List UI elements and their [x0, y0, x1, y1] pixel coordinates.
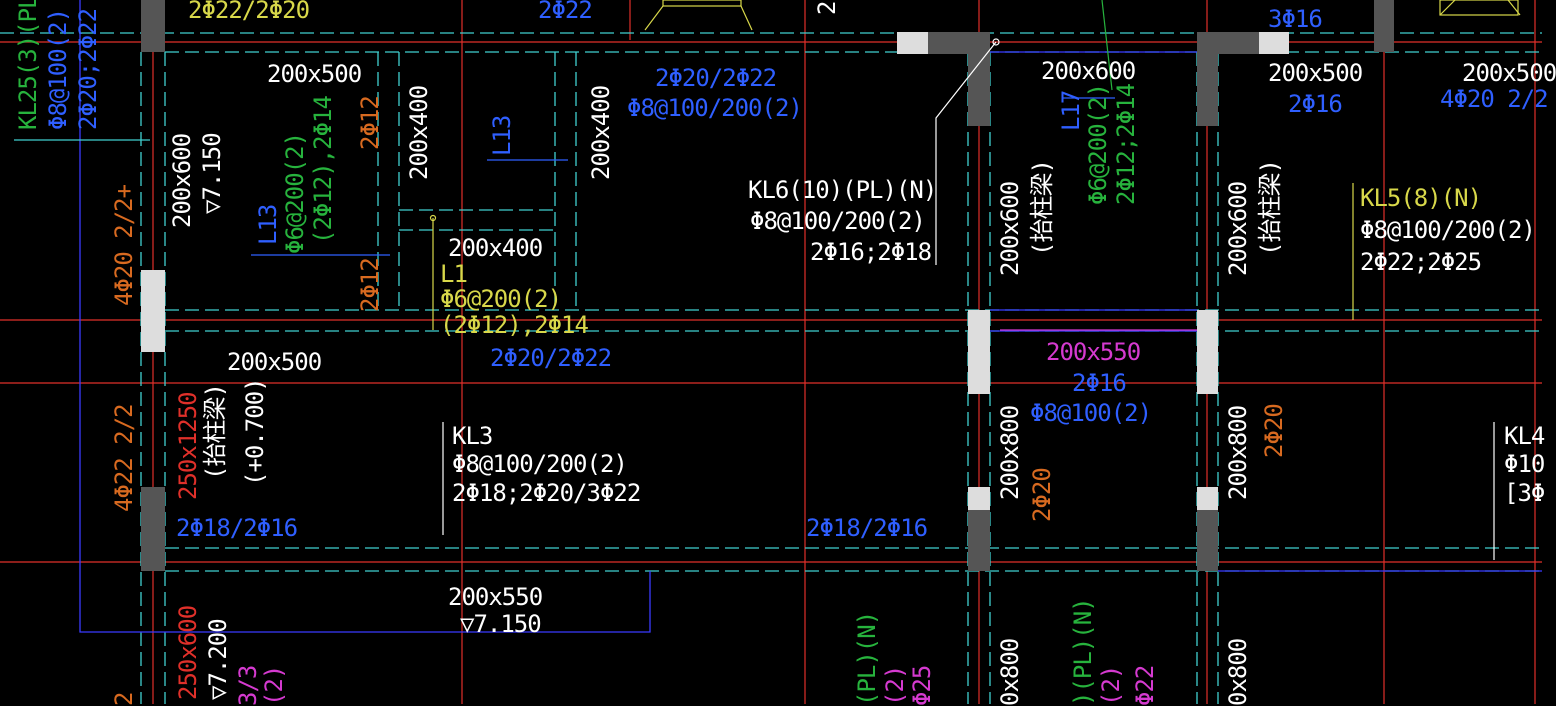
- l1-beam-name: L1: [440, 260, 468, 288]
- top-right-rebar-fragment: 3Φ16: [1268, 5, 1323, 33]
- beam-size-200x600-v-b: 200x600: [996, 181, 1024, 276]
- kl3-size-250x1250: 250x1250: [174, 392, 202, 500]
- c-bars-2phi16: 2Φ16: [1288, 90, 1343, 118]
- kl25-beam-name: KL25(3)(PL)(: [14, 0, 42, 130]
- beam-size-200x500-c: 200x500: [1268, 59, 1363, 87]
- beam-size-200x500: 200x500: [267, 60, 362, 88]
- top-mid-bars: 2Φ20/2Φ22: [655, 64, 777, 92]
- level-7150-low: ▽7.150: [460, 610, 542, 638]
- beam-size-200x600-top: 200x600: [1041, 57, 1136, 85]
- l1-stirrup: Φ6@200(2): [440, 285, 562, 313]
- columns: [141, 0, 1394, 571]
- low-200x800-c: 0x800: [1224, 638, 1252, 706]
- kl6-beam-name: KL6(10)(PL)(N): [748, 176, 937, 204]
- low-200x800-b: 0x800: [996, 638, 1024, 706]
- low-pl-n: (PL)(N): [853, 611, 881, 706]
- l17-stirrup: Φ6@200(2): [1084, 83, 1112, 205]
- beam-edges: [79, 0, 1542, 633]
- level-7200: ▽7.200: [204, 619, 232, 700]
- kl25-bars: 2Φ20;2Φ22: [74, 8, 102, 130]
- low-left-2: 2: [110, 692, 138, 706]
- left-col-bars-4phi22: 4Φ22 2/2: [110, 404, 138, 512]
- kl3-level: (+0.700): [241, 378, 269, 486]
- low-2c: (2): [1097, 665, 1125, 706]
- l13-stirrup: Φ6@200(2): [281, 132, 309, 254]
- beam-size-200x600-v-c: 200x600: [1224, 181, 1252, 276]
- kl5-bars: 2Φ22;2Φ25: [1360, 248, 1482, 276]
- b-bars-2phi20: 2Φ20: [1028, 468, 1056, 522]
- l13-label-a: L13: [254, 204, 282, 245]
- low-phi25: Φ25: [908, 665, 936, 706]
- l17-bars: 2Φ12;2Φ14: [1112, 83, 1140, 205]
- kl4-fragment-3: [3Φ: [1504, 479, 1545, 507]
- l1-bars: (2Φ12),2Φ14: [440, 311, 589, 339]
- lifting-beam-note-b: (抬柱梁): [1028, 160, 1056, 256]
- magenta-beam-size: 200x550: [1046, 338, 1141, 366]
- kl4-fragment: KL4: [1504, 422, 1545, 450]
- kl5-beam-name: KL5(8)(N): [1360, 184, 1482, 212]
- l17-beam-name: L17: [1057, 90, 1085, 131]
- top-left-rebar-fragment: 2Φ22/2Φ20: [188, 0, 310, 24]
- low-phi22: Φ22: [1131, 665, 1159, 706]
- beam-size-200x400-vertical-2: 200x400: [587, 85, 615, 180]
- bottom-bars-right: 2Φ18/2Φ16: [806, 514, 928, 542]
- l13-label-b: L13: [488, 115, 516, 156]
- c-bars-2phi20: 2Φ20: [1260, 404, 1288, 458]
- mid-bars: 2Φ20/2Φ22: [490, 344, 612, 372]
- low-2b: (2): [881, 665, 909, 706]
- beam-size-200x500-d: 200x500: [1462, 59, 1556, 87]
- bar-2phi12-b: 2Φ12: [356, 258, 384, 312]
- top-mid-stirrup: Φ8@100/200(2): [627, 94, 803, 122]
- beam-size-200x800-c: 200x800: [1224, 405, 1252, 500]
- magenta-beam-bars: 2Φ16: [1072, 369, 1127, 397]
- bar-2phi12-a: 2Φ12: [356, 96, 384, 150]
- beam-size-200x600-left: 200x600: [168, 133, 196, 228]
- top-fragment-2: 2: [813, 1, 841, 15]
- beam-size-200x550-low: 200x550: [448, 583, 543, 611]
- beam-size-250x600: 250x600: [174, 605, 202, 700]
- beam-size-200x800-b: 200x800: [996, 405, 1024, 500]
- kl4-fragment-2: Φ10: [1504, 450, 1545, 478]
- kl3-bars: 2Φ18;2Φ20/3Φ22: [452, 479, 641, 507]
- lifting-beam-note-c: (抬柱梁): [1256, 160, 1284, 256]
- left-col-bars-4phi20: 4Φ20 2/2+: [110, 184, 138, 306]
- low-pl-n-2: )(PL)(N): [1069, 598, 1097, 706]
- kl3-stirrup: Φ8@100/200(2): [452, 450, 628, 478]
- beam-size-200x400-vertical: 200x400: [405, 85, 433, 180]
- d-bars-4phi20: 4Φ20 2/2: [1440, 85, 1549, 113]
- kl5-stirrup: Φ8@100/200(2): [1360, 216, 1536, 244]
- top-mid-rebar-fragment: 2Φ22: [538, 0, 593, 24]
- level-7150: ▽7.150: [198, 133, 226, 214]
- l13-bars: (2Φ12),2Φ14: [309, 96, 337, 244]
- leader-lines: [14, 0, 1521, 560]
- kl25-stirrup: Φ8@100(2): [44, 8, 72, 130]
- kl6-stirrup: Φ8@100/200(2): [750, 207, 926, 235]
- kl6-bars: 2Φ16;2Φ18: [810, 238, 932, 266]
- low-3-3: 3/3: [234, 665, 262, 706]
- magenta-beam-stirrup: Φ8@100(2): [1030, 399, 1152, 427]
- kl3-beam-name: KL3: [452, 422, 493, 450]
- bottom-bars-left: 2Φ18/2Φ16: [176, 514, 298, 542]
- low-2: (2): [260, 665, 288, 706]
- kl3-lifting-note: (抬柱梁): [201, 384, 229, 480]
- beam-size-200x500-mid: 200x500: [227, 348, 322, 376]
- beam-size-200x400-h: 200x400: [448, 234, 543, 262]
